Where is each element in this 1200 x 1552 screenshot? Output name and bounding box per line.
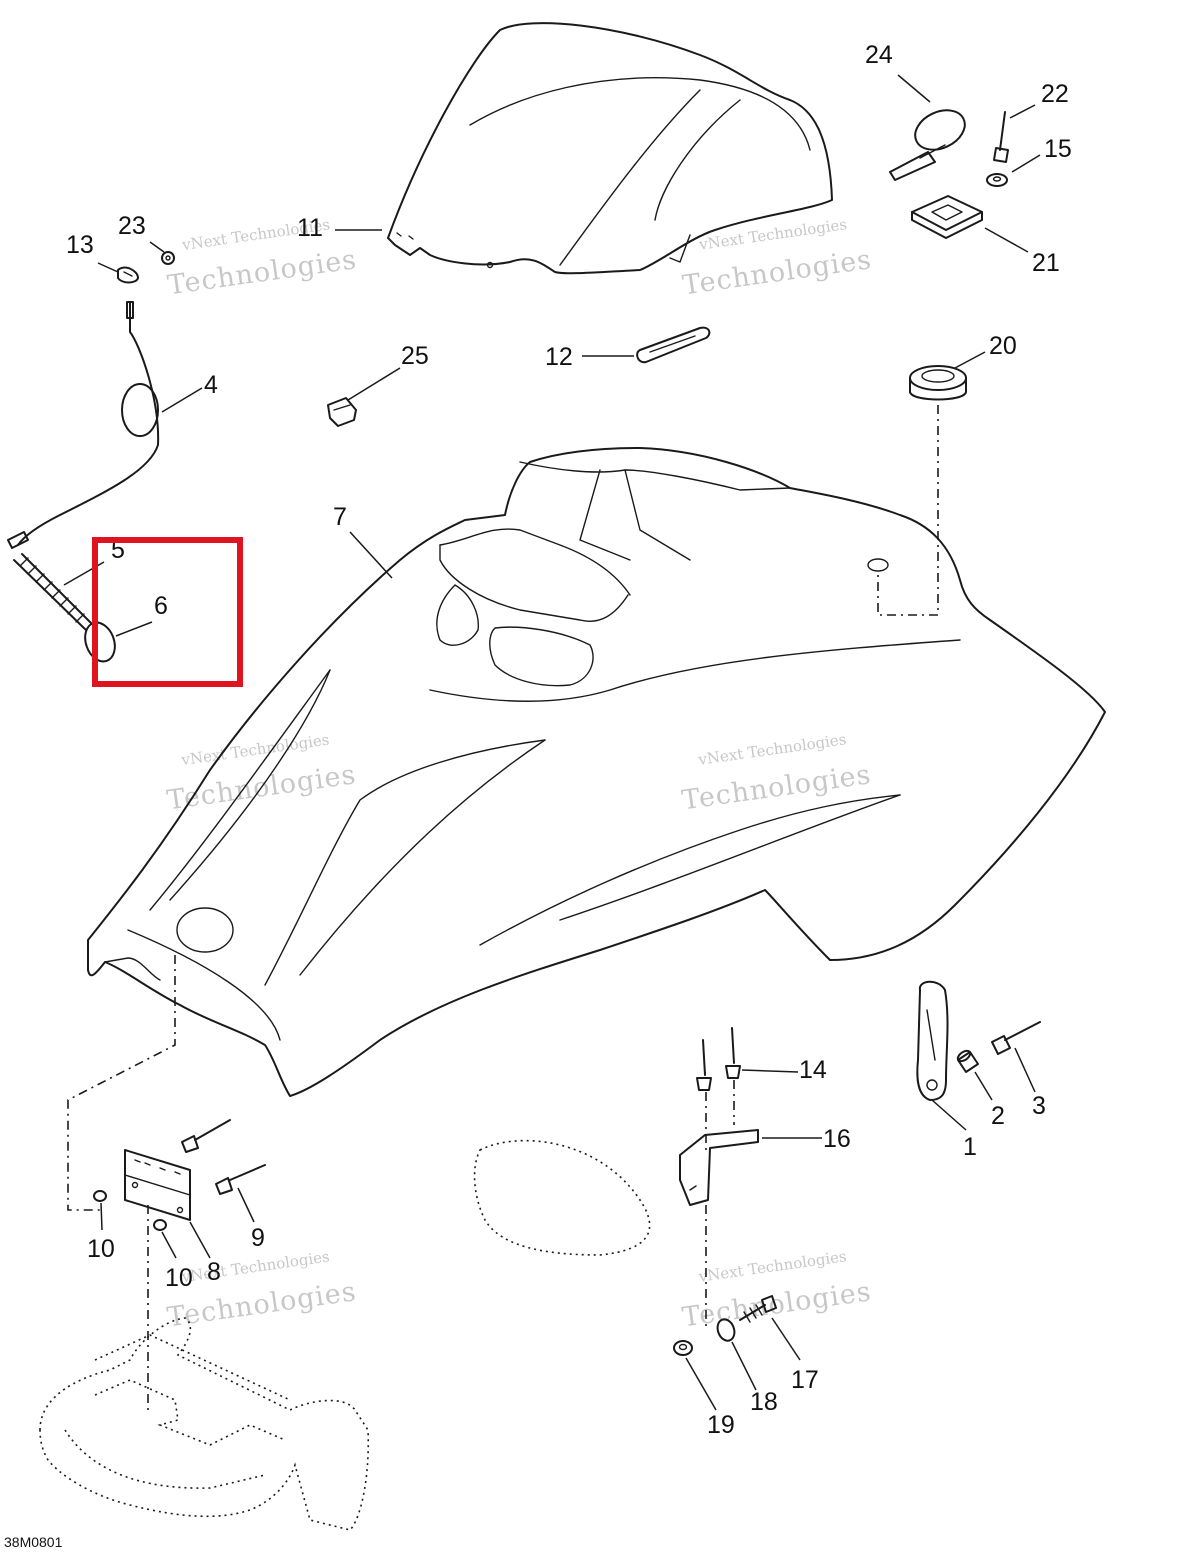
callout-label: 6 (154, 592, 168, 620)
callout-label: 13 (66, 231, 94, 259)
bracket-part (679, 1129, 759, 1206)
callout-label: 11 (297, 214, 323, 242)
callout-label: 19 (707, 1411, 735, 1439)
highlight-box (92, 537, 243, 687)
watermark-text: vNext Technologies (697, 1247, 848, 1286)
mount-plate-outline (39, 1317, 370, 1531)
callout-label: 17 (791, 1366, 819, 1394)
watermark-text: vNext Technologies (697, 215, 848, 254)
callout-label: 20 (989, 332, 1017, 360)
callout-label: 15 (1044, 135, 1072, 163)
callout-label: 1 (963, 1133, 977, 1161)
watermark-group: vNext Technologies Technologies vNext Te… (165, 215, 874, 1333)
washer-part (716, 1318, 736, 1342)
washer-part (986, 173, 1008, 187)
bolt-part (739, 1295, 777, 1323)
handle-part (916, 980, 949, 1101)
callout-label: 9 (251, 1224, 265, 1252)
bracket-guide-line (705, 1080, 735, 1150)
callout-label: 2 (991, 1102, 1005, 1130)
grommet-guide-line (877, 405, 939, 616)
mount-base-part (911, 195, 983, 239)
callout-label: 7 (333, 503, 347, 531)
clip-part (327, 397, 357, 427)
callout-label: 23 (118, 212, 146, 240)
windshield-part (387, 22, 833, 275)
watermark-text: vNext Technologies (180, 1247, 331, 1286)
callout-label: 22 (1041, 80, 1069, 108)
rivet-part (696, 1027, 741, 1091)
watermark-text: vNext Technologies (696, 730, 847, 769)
strip-part (636, 326, 711, 364)
spring-part (13, 553, 93, 631)
callout-label: 4 (204, 371, 218, 399)
hinge-part (124, 1149, 191, 1221)
callout-label: 8 (207, 1258, 221, 1286)
watermark-text: vNext Technologies (179, 731, 330, 770)
callout-label: 12 (545, 343, 573, 371)
callout-label: 3 (1032, 1092, 1046, 1120)
spacer-part (956, 1049, 979, 1073)
callout-label: 24 (865, 41, 893, 69)
hood-part (87, 447, 1106, 1097)
callout-labels: 1 2 3 4 5 6 7 8 9 10 10 11 12 13 14 15 1… (66, 41, 1072, 1439)
callout-label: 16 (823, 1125, 851, 1153)
grommet-part (909, 365, 967, 401)
tether-loop-part (84, 621, 116, 663)
callout-label: 18 (750, 1388, 778, 1416)
watermark-text: Technologies (680, 759, 873, 816)
watermark-text: Technologies (166, 244, 359, 301)
callout-label: 14 (799, 1056, 827, 1084)
callout-label: 21 (1032, 249, 1060, 277)
watermark-text: Technologies (681, 244, 874, 301)
diagram-reference-code: 38M0801 (4, 1534, 63, 1550)
bumper-outline (473, 1139, 651, 1256)
nut-part (673, 1340, 693, 1356)
callout-label: 10 (165, 1264, 193, 1292)
nut-part (93, 1190, 167, 1231)
watermark-text: Technologies (165, 1276, 358, 1333)
tether-cord-part (7, 301, 160, 549)
rivet-part (181, 1119, 266, 1195)
rivet-part (993, 111, 1009, 163)
callout-label: 10 (87, 1235, 115, 1263)
cable-tie-part (889, 109, 966, 181)
hinge-guide-line (67, 955, 176, 1211)
rivet-part (991, 1021, 1041, 1055)
callout-label: 25 (401, 342, 429, 370)
lanyard-fastener-part (117, 251, 175, 284)
